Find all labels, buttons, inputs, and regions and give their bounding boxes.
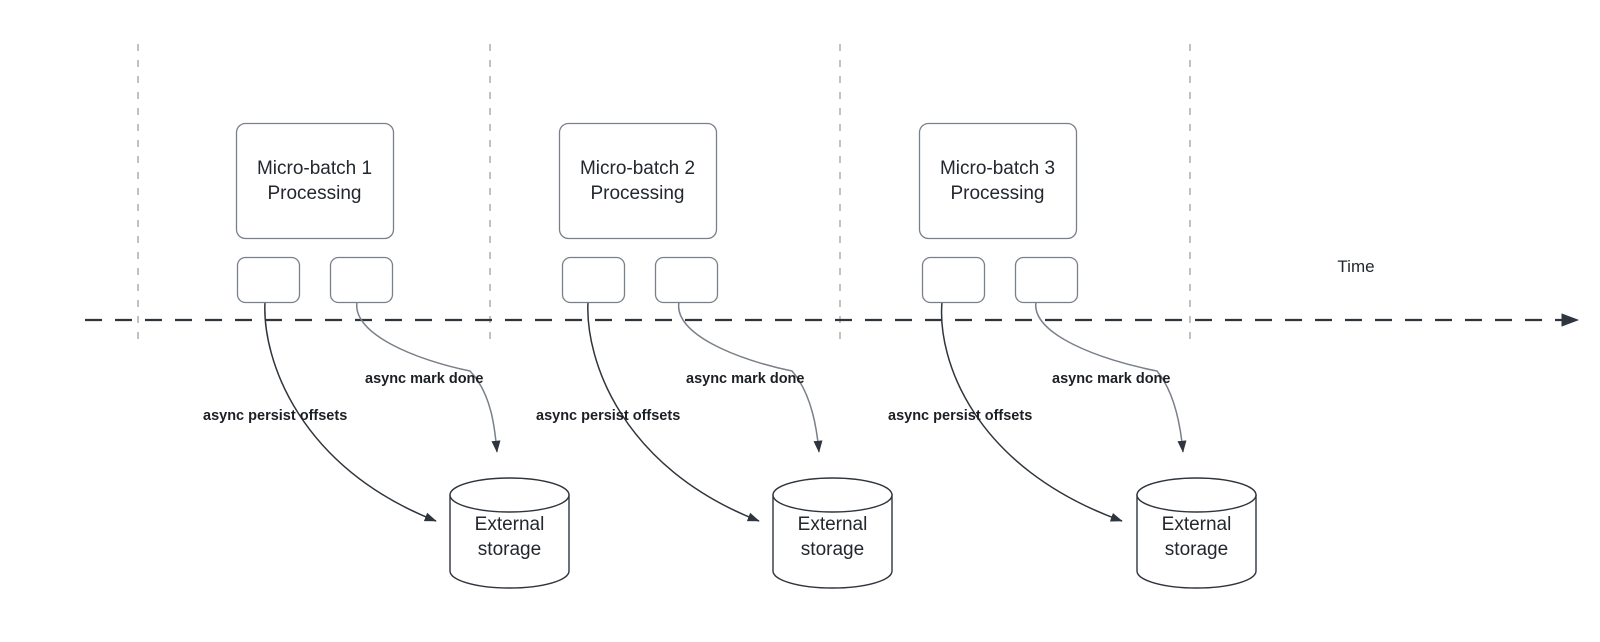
micro-batch-2-storage[interactable] [772, 477, 893, 589]
micro-batch-1-box[interactable] [235, 122, 395, 240]
storage-body [1136, 494, 1257, 589]
flow-edges [264, 301, 1187, 522]
diagram-nodes [235, 122, 1257, 589]
micro-batch-3-storage[interactable] [1136, 477, 1257, 589]
task-box-1b[interactable] [329, 256, 394, 304]
async-mark-done-1-label: async mark done [365, 371, 484, 387]
storage-top-ellipse [772, 477, 893, 513]
micro-batch-1-storage[interactable] [449, 477, 570, 589]
async-mark-done-1 [356, 301, 501, 453]
task-box-3a[interactable] [921, 256, 986, 304]
async-mark-done-2 [678, 301, 823, 453]
async-persist-offsets-3-label: async persist offsets [888, 408, 1033, 424]
vertical-guide-lines [137, 44, 1191, 340]
storage-top-ellipse [449, 477, 570, 513]
async-mark-done-3-label: async mark done [1052, 371, 1171, 387]
async-persist-offsets-1 [264, 301, 437, 522]
async-mark-done-3 [1035, 301, 1187, 453]
time-axis-label: Time [1337, 257, 1375, 276]
task-box-2a[interactable] [561, 256, 626, 304]
async-persist-offsets-1-label: async persist offsets [203, 408, 348, 424]
storage-body [772, 494, 893, 589]
async-persist-offsets-2-label: async persist offsets [536, 408, 681, 424]
storage-body [449, 494, 570, 589]
async-persist-offsets-3 [940, 301, 1123, 522]
micro-batch-2-box[interactable] [558, 122, 718, 240]
async-persist-offsets-2 [587, 301, 760, 522]
storage-top-ellipse [1136, 477, 1257, 513]
task-box-1a[interactable] [236, 256, 301, 304]
micro-batch-3-box[interactable] [918, 122, 1078, 240]
task-box-3b[interactable] [1014, 256, 1079, 304]
async-mark-done-2-label: async mark done [686, 371, 805, 387]
task-box-2b[interactable] [654, 256, 719, 304]
